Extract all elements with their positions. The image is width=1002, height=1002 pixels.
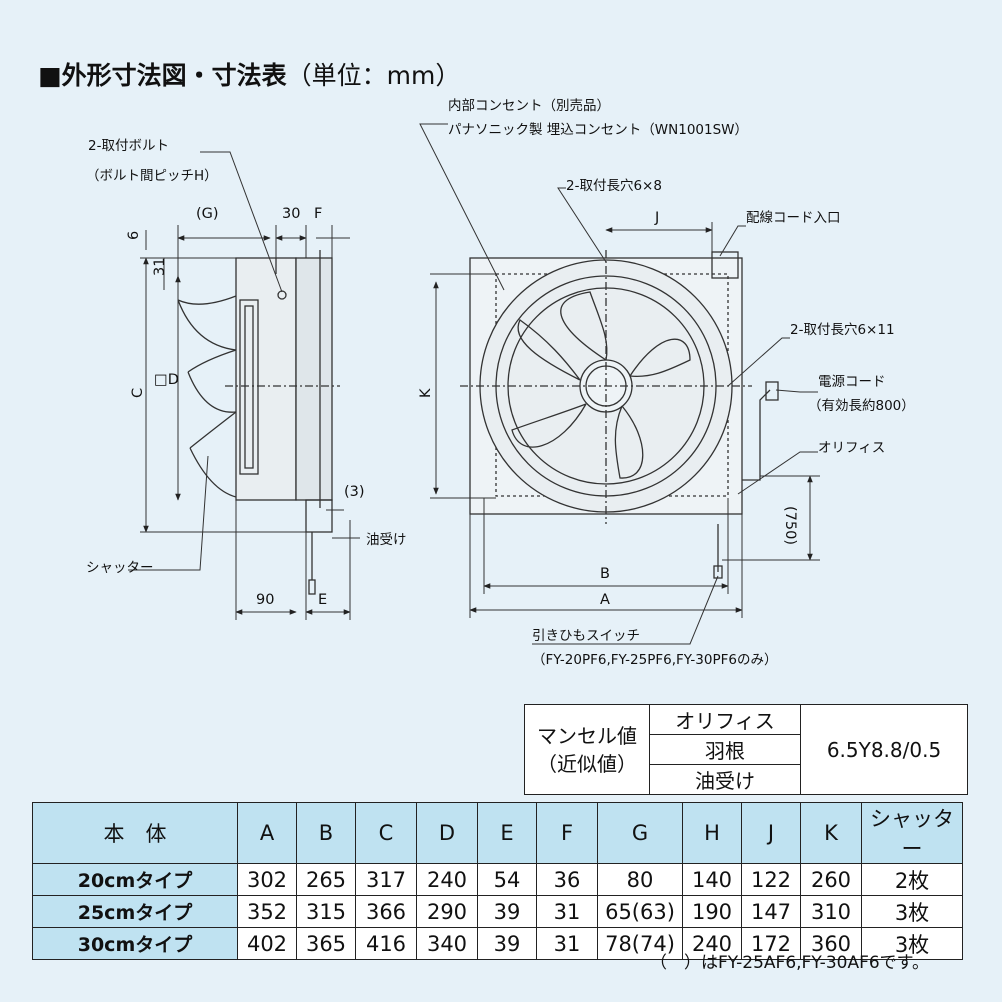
table-cell: 365 [296,927,356,960]
table-header: シャッター [861,802,963,864]
table-cell: 265 [296,863,356,896]
munsell-header-line: マンセル値 [537,723,637,748]
table-row: 25cmタイプ 352 315 366 290 39 31 65(63) 190… [32,895,963,928]
table-cell: 80 [597,863,683,896]
table-row-header: 30cmタイプ [32,927,238,960]
title-unit: （単位：mm） [286,61,461,90]
dim-j: J [654,210,659,226]
side-view-dimensions [128,151,360,620]
table-cell: 31 [536,895,598,928]
table-cell: 360 [800,927,862,960]
table-header: 本 体 [32,802,238,864]
label-orifice: オリフィス [818,440,885,456]
table-row: 20cmタイプ 302 265 317 240 54 36 80 140 122… [32,863,963,896]
table-cell: 352 [237,895,297,928]
label-power-cord-length: （有効長約800） [808,398,915,414]
table-row-header: 25cmタイプ [32,895,238,928]
table-header-row: 本 体 A B C D E F G H J K シャッター [32,802,963,864]
label-panasonic-outlet: パナソニック製 埋込コンセント（WN1001SW） [448,122,748,138]
table-cell: 78(74) [597,927,683,960]
label-cord-inlet: 配線コード入口 [746,210,841,226]
table-cell: 260 [800,863,862,896]
munsell-value: 6.5Y8.8/0.5 [800,704,968,795]
label-slot-6x8: 2-取付長穴6×8 [566,178,662,194]
table-header: C [355,802,417,864]
label-bolt-pitch: （ボルト間ピッチH） [86,168,218,184]
table-cell: 302 [237,863,297,896]
dim-d: □D [154,372,179,388]
title-main: ■外形寸法図・寸法表 [38,61,287,90]
table-cell: 172 [741,927,801,960]
label-oil-tray: 油受け [366,532,407,548]
dim-f: F [314,206,322,222]
front-view-dimensions [419,123,820,645]
side-view [177,250,340,595]
munsell-part: 油受け [649,764,801,795]
table-cell: 54 [477,863,537,896]
table-row: 30cmタイプ 402 365 416 340 39 31 78(74) 240… [32,927,963,960]
dimension-drawing: (G) 30 F 6 31 C □D (3) 90 E 2-取付ボルト （ボルト… [86,98,915,668]
table-cell: 2枚 [861,863,963,896]
dim-a: A [600,592,610,608]
dim-90: 90 [256,592,274,608]
label-power-cord: 電源コード [818,374,886,390]
dim-c: C [130,388,146,398]
table-cell: 366 [355,895,417,928]
table-cell: 190 [682,895,742,928]
dim-k: K [418,388,434,398]
table-cell: 147 [741,895,801,928]
table-cell: 3枚 [861,927,963,960]
table-header: E [477,802,537,864]
label-internal-outlet: 内部コンセント（別売品） [448,98,610,114]
table-cell: 39 [477,895,537,928]
table-cell: 317 [355,863,417,896]
table-header: A [237,802,297,864]
table-header: G [597,802,683,864]
table-cell: 240 [682,927,742,960]
table-cell: 315 [296,895,356,928]
table-row-header: 20cmタイプ [32,863,238,896]
dim-g: (G) [196,206,219,222]
table-cell: 3枚 [861,895,963,928]
table-cell: 310 [800,895,862,928]
table-cell: 65(63) [597,895,683,928]
dim-b: B [600,566,610,582]
table-cell: 122 [741,863,801,896]
dim-e: E [318,592,327,608]
table-header: D [416,802,478,864]
table-cell: 140 [682,863,742,896]
footnote: （ ）はFY-25AF6,FY-30AF6です。 [650,953,929,973]
table-header: H [682,802,742,864]
label-bolt: 2-取付ボルト [88,138,169,154]
dim-3: (3) [344,484,365,500]
table-header: F [536,802,598,864]
table-cell: 36 [536,863,598,896]
page-title: ■外形寸法図・寸法表（単位：mm） [38,56,460,92]
munsell-header-line: （近似値） [537,751,637,776]
munsell-header: マンセル値 （近似値） [524,704,650,795]
dim-750: (750) [782,506,798,545]
label-slot-6x11: 2-取付長穴6×11 [790,322,895,338]
dim-31: 31 [152,258,168,276]
dim-6: 6 [126,231,142,240]
table-header: J [741,802,801,864]
dim-30: 30 [282,206,300,222]
dimension-table: 本 体 A B C D E F G H J K シャッター 20cmタイプ 30… [32,802,963,960]
munsell-part: オリフィス [649,704,801,735]
table-cell: 290 [416,895,478,928]
label-shutter: シャッター [86,560,154,576]
table-header: K [800,802,862,864]
table-cell: 402 [237,927,297,960]
munsell-part: 羽根 [649,734,801,765]
table-header: B [296,802,356,864]
label-pull-switch: 引きひもスイッチ [532,628,640,644]
table-cell: 416 [355,927,417,960]
front-view [460,250,779,579]
table-cell: 340 [416,927,478,960]
table-cell: 240 [416,863,478,896]
table-cell: 31 [536,927,598,960]
label-pull-switch-models: （FY-20PF6,FY-25PF6,FY-30PF6のみ） [532,652,777,668]
table-cell: 39 [477,927,537,960]
munsell-table: マンセル値 （近似値） オリフィス 6.5Y8.8/0.5 羽根 油受け [524,704,968,795]
